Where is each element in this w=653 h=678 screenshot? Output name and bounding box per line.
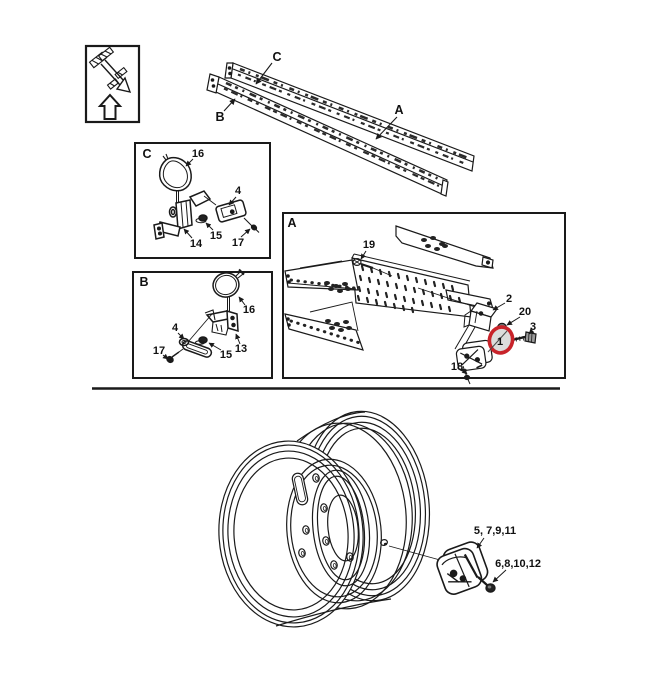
callout-13-b[interactable]: 13	[235, 343, 247, 355]
callout-15-b[interactable]: 15	[220, 349, 232, 361]
rail-label-c: C	[272, 50, 281, 64]
sensor-alignment-line	[388, 545, 441, 561]
callout-17-b[interactable]: 17	[153, 345, 165, 357]
callout-14-c[interactable]: 14	[190, 238, 203, 250]
callout-2-a[interactable]: 2	[506, 293, 512, 305]
callout-4-c[interactable]: 4	[235, 185, 242, 197]
callout-sensor-parts[interactable]: 5, 7,9,11	[474, 525, 516, 537]
leader-4-c	[228, 196, 237, 206]
inset-box-b: B	[132, 268, 273, 379]
leader-20-a	[506, 316, 521, 326]
rail-label-b: B	[215, 110, 224, 124]
rail-leader-b	[223, 98, 236, 112]
inset-box-c: C	[134, 142, 271, 259]
part-1-highlight-ring[interactable]	[487, 325, 516, 356]
callout-3-a[interactable]: 3	[530, 321, 536, 333]
inset-c-drawing	[153, 153, 260, 240]
leader-screw-parts	[492, 569, 507, 583]
valve-stem-detail	[380, 539, 388, 546]
callout-16-b[interactable]: 16	[243, 304, 255, 316]
callout-18-a[interactable]: 18	[451, 361, 463, 373]
leader-17-b	[162, 353, 169, 360]
orientation-thumbnail	[84, 44, 141, 124]
frame-rails-drawing: C B A	[206, 50, 475, 197]
leader-18-a	[461, 368, 468, 375]
leader-sensor-parts	[476, 537, 485, 549]
orientation-up-arrow-icon	[97, 93, 123, 120]
leader-2-a	[492, 302, 506, 311]
leader-4-b	[177, 332, 185, 340]
wheel-bolt-holes	[298, 473, 354, 570]
callout-1-a[interactable]: 1	[497, 336, 503, 348]
callout-16-c[interactable]: 16	[192, 148, 204, 160]
orientation-diagonal-arrow-icon	[100, 59, 132, 93]
leader-1-a	[487, 330, 508, 353]
orientation-rails-icon	[88, 46, 128, 90]
wheel-sensor-screw-drawing	[475, 574, 496, 593]
callout-4-b[interactable]: 4	[172, 322, 179, 334]
leader-13-b	[235, 333, 241, 345]
rail-leader-c	[255, 62, 273, 85]
leader-14-c	[183, 228, 193, 239]
inset-c-title: C	[142, 147, 151, 161]
leader-15-b	[208, 342, 222, 351]
rail-label-a: A	[394, 103, 403, 117]
callout-15-c[interactable]: 15	[210, 230, 222, 242]
rail-leader-a	[375, 116, 398, 140]
inset-b-title: B	[139, 275, 148, 289]
leader-3-a	[528, 328, 535, 335]
callout-17-c[interactable]: 17	[232, 237, 244, 249]
wheel-sensor-module-drawing	[436, 541, 489, 595]
callout-20-a[interactable]: 20	[519, 306, 531, 318]
inset-a-title: A	[287, 216, 296, 230]
callout-screw-parts[interactable]: 6,8,10,12	[495, 558, 541, 570]
leader-16-c	[185, 158, 194, 167]
inset-a-frame-assembly-drawing	[284, 225, 537, 385]
leader-19-a	[360, 250, 367, 260]
inset-box-a: A	[282, 212, 566, 385]
leader-16-b	[238, 296, 246, 306]
leader-17-c	[240, 228, 251, 238]
inset-b-drawing	[166, 268, 245, 364]
callout-19-a[interactable]: 19	[363, 239, 375, 251]
leader-15-c	[205, 222, 214, 231]
wheel-drawing: 5, 7,9,11 6,8,10,12	[218, 410, 541, 628]
